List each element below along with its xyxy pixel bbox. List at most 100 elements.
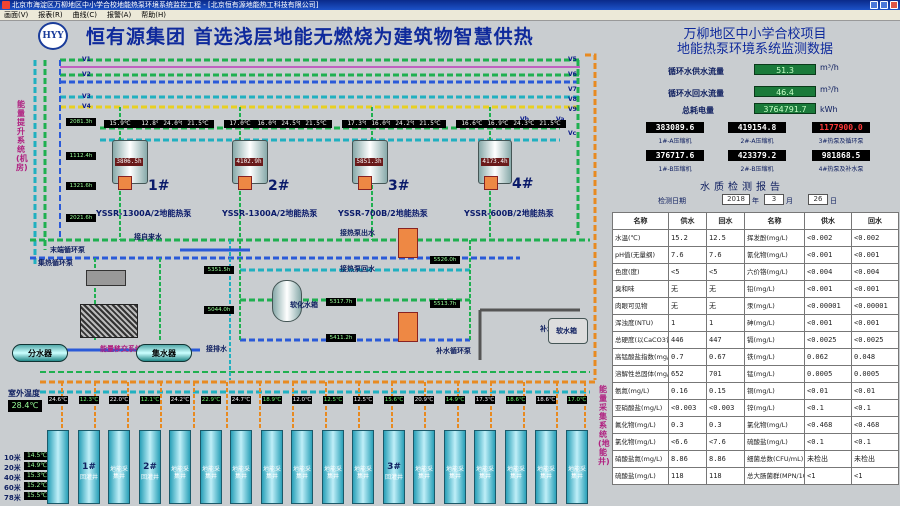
collector-tank[interactable]: 集水器 [136, 344, 192, 362]
heatpump-number: 3# [388, 178, 410, 194]
menu-alarm[interactable]: 报警(A) [106, 11, 132, 19]
valve-label[interactable]: V1 [82, 56, 91, 63]
temp-readout: 21.5℃ [414, 120, 446, 128]
valve-label[interactable]: V5 [568, 56, 577, 63]
well-name: 地能采集井 [414, 466, 433, 480]
well-column[interactable] [230, 430, 252, 504]
well-number: 2# [143, 462, 157, 472]
well-name: 地能采集井 [201, 466, 220, 480]
menu-help[interactable]: 帮助(H) [141, 11, 166, 19]
well-column[interactable] [352, 430, 374, 504]
menu-view[interactable]: 画面(V) [4, 11, 29, 19]
heatpump-model: YSSR-600B/2地能热泵 [464, 209, 554, 218]
valve-label[interactable]: V8 [568, 96, 577, 103]
meter-value: 1177900.0 [812, 122, 870, 133]
return-flow-label: 循环水回水流量 [668, 89, 724, 98]
expansion-tank[interactable] [272, 280, 302, 322]
well-column[interactable] [505, 430, 527, 504]
temp-readout: 21.5℃ [534, 120, 566, 128]
year-unit: 年 [752, 197, 759, 205]
well-column[interactable] [322, 430, 344, 504]
valve-label[interactable]: Va [556, 116, 564, 123]
soft-water-label: 软化水箱 [290, 301, 318, 309]
heatpump-model: YSSR-1300A/2地能热泵 [222, 209, 318, 218]
app-icon [2, 1, 10, 9]
meter-label: 1#-A压缩机 [658, 138, 692, 145]
year-field[interactable]: 2018 [722, 194, 750, 205]
valve-label[interactable]: V2 [82, 71, 91, 78]
depth-value: 15.2℃ [24, 482, 50, 490]
well-name: 地能采集井 [170, 466, 189, 480]
well-column[interactable] [444, 430, 466, 504]
well-column[interactable] [566, 430, 588, 504]
well-column[interactable] [78, 430, 100, 504]
meter-value: 383089.6 [646, 122, 704, 133]
ground-pump-label: 集热循环泵 [38, 259, 73, 267]
depth-label: 10米 [4, 454, 21, 462]
heatpump-number: 4# [512, 176, 534, 192]
tap-in-label: 接自来水 [134, 233, 162, 241]
well-column[interactable] [169, 430, 191, 504]
heat-exchanger[interactable] [398, 312, 418, 342]
well-column[interactable] [535, 430, 557, 504]
maximize-button[interactable] [880, 1, 888, 9]
meter-value: 423379.2 [728, 150, 786, 161]
pump-hours: 5411.2h [326, 334, 356, 342]
minimize-button[interactable] [870, 1, 878, 9]
table-cell: <1 [804, 467, 852, 485]
well-name: 回灌井 [140, 474, 159, 481]
well-temp: 14.9℃ [445, 396, 465, 404]
return-flow-unit: m³/h [820, 85, 839, 94]
divider-tank[interactable]: 分水器 [12, 344, 68, 362]
heat-exchanger[interactable] [398, 228, 418, 258]
depth-value: 15.3℃ [24, 472, 50, 480]
pump-hours: 5317.7h [326, 298, 356, 306]
well-temp: 24.7℃ [231, 396, 251, 404]
supply-flow-label: 循环水供水流量 [668, 67, 724, 76]
well-temp: 12.5℃ [353, 396, 373, 404]
temp-readout: 24.5℃ [276, 120, 308, 128]
temp-readout: 21.5℃ [300, 120, 332, 128]
hp-pipe-label: 接热泵回水 [340, 265, 375, 273]
valve-label[interactable]: V7 [568, 86, 577, 93]
well-column[interactable] [47, 430, 69, 504]
temp-readout: 16.0℃ [366, 120, 398, 128]
valve-label[interactable]: Vc [568, 130, 577, 137]
heatpump-number: 1# [148, 178, 170, 194]
menu-report[interactable]: 报表(R) [38, 11, 63, 19]
well-column[interactable] [291, 430, 313, 504]
well-column[interactable] [413, 430, 435, 504]
well-temp: 24.2℃ [170, 396, 190, 404]
well-column[interactable] [108, 430, 130, 504]
heatpump-hours: 4102.9h [235, 158, 263, 166]
hp-pipe-label: 接热泵出水 [340, 229, 375, 237]
well-name: 地能采集井 [323, 466, 342, 480]
well-column[interactable] [474, 430, 496, 504]
close-button[interactable] [890, 1, 898, 9]
well-temp: 17.0℃ [567, 396, 587, 404]
well-name: 地能采集井 [567, 466, 586, 480]
valve-label[interactable]: V3 [82, 93, 91, 100]
well-column[interactable] [139, 430, 161, 504]
meter-label: 4#热泵及补水泵 [818, 166, 864, 173]
soft-water-tank[interactable] [548, 318, 588, 344]
meter-label: 2#-B压缩机 [740, 166, 774, 173]
heatpump-number: 2# [268, 178, 290, 194]
well-temp: 18.9℃ [262, 396, 282, 404]
month-field[interactable]: 3 [764, 194, 784, 205]
valve-label[interactable]: V4 [82, 103, 91, 110]
menu-curve[interactable]: 曲线(C) [72, 11, 97, 19]
well-column[interactable] [200, 430, 222, 504]
well-temp: 18.6℃ [536, 396, 556, 404]
valve-label[interactable]: V9 [568, 106, 577, 113]
heatpump-hours: 5851.3h [355, 158, 383, 166]
valve-label[interactable]: V6 [568, 71, 577, 78]
valve-label[interactable]: Vb [520, 116, 529, 123]
well-column[interactable] [383, 430, 405, 504]
well-column[interactable] [261, 430, 283, 504]
day-field[interactable]: 26 [808, 194, 828, 205]
